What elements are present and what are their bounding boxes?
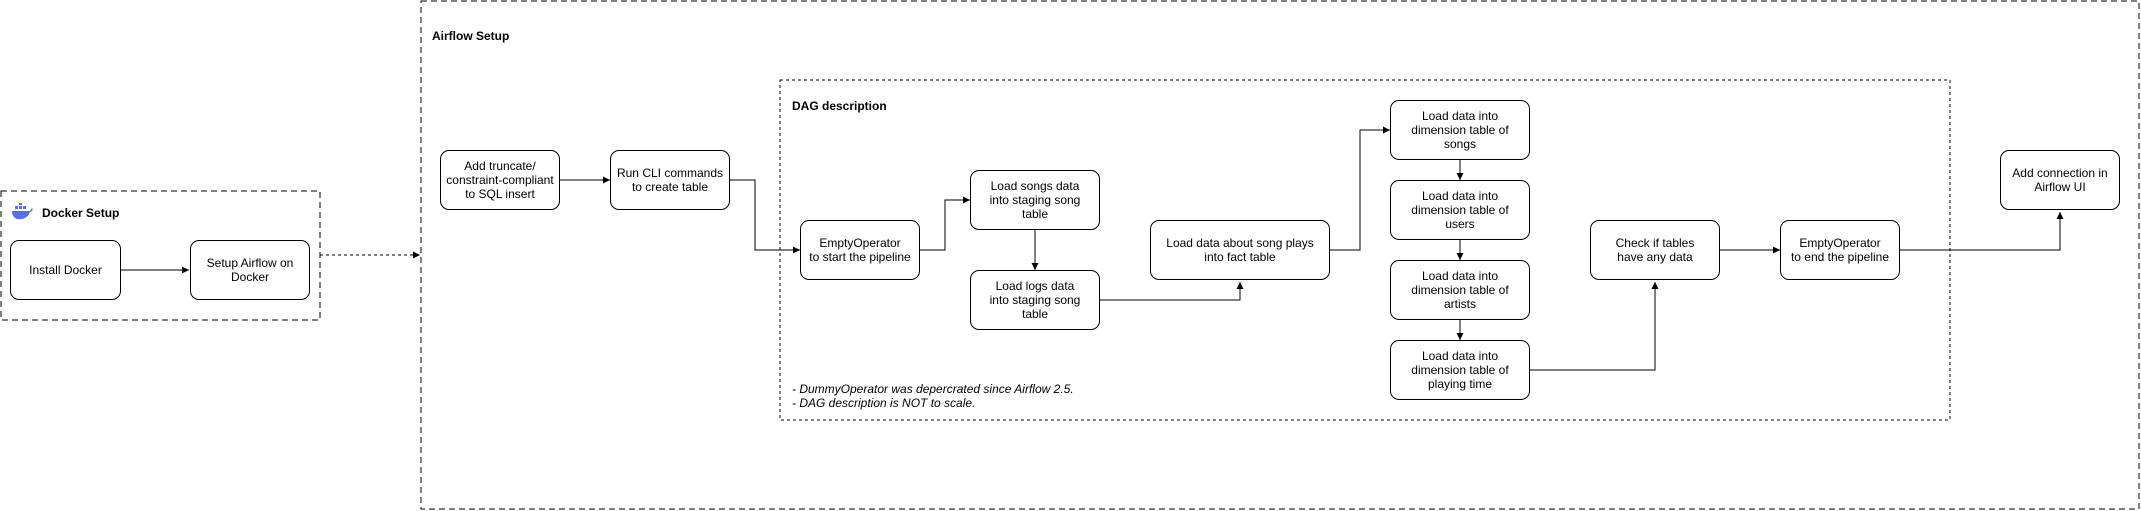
dim-playing-time-node: Load data into dimension table of playin…: [1390, 340, 1530, 400]
edge-start-to-songs: [920, 196, 970, 251]
edge-dimtime-to-check: [1530, 282, 1659, 371]
dim-artists-node: Load data into dimension table of artist…: [1390, 260, 1530, 320]
docker-setup-title: Docker Setup: [42, 206, 120, 220]
note-dummy-operator: - DummyOperator was depercrated since Ai…: [792, 382, 1074, 396]
note-not-to-scale: - DAG description is NOT to scale.: [792, 396, 976, 410]
load-songs-staging-node: Load songs data into staging song table: [970, 170, 1100, 230]
empty-operator-start-node: EmptyOperator to start the pipeline: [800, 220, 920, 280]
dim-songs-node: Load data into dimension table of songs: [1390, 100, 1530, 160]
docker-whale-icon: [12, 203, 33, 220]
dim-users-node: Load data into dimension table of users: [1390, 180, 1530, 240]
edge-logs-to-fact: [1100, 282, 1244, 301]
edge-end-to-connection: [1900, 212, 2064, 251]
edge-cli-to-start: [730, 179, 800, 254]
empty-operator-end-node: EmptyOperator to end the pipeline: [1780, 220, 1900, 280]
install-docker-node: Install Docker: [10, 240, 121, 300]
setup-airflow-node: Setup Airflow on Docker: [190, 240, 310, 300]
edge-fact-to-dimsongs: [1330, 126, 1390, 251]
add-truncate-node: Add truncate/ constraint-compliant to SQ…: [440, 150, 560, 210]
airflow-setup-title: Airflow Setup: [432, 29, 510, 43]
check-tables-node: Check if tables have any data: [1590, 220, 1720, 280]
airflow-setup-container: [420, 0, 2140, 510]
load-logs-staging-node: Load logs data into staging song table: [970, 270, 1100, 330]
dag-description-title: DAG description: [792, 99, 887, 113]
add-connection-node: Add connection in Airflow UI: [2000, 150, 2120, 210]
load-fact-table-node: Load data about song plays into fact tab…: [1150, 220, 1330, 280]
run-cli-node: Run CLI commands to create table: [610, 150, 730, 210]
